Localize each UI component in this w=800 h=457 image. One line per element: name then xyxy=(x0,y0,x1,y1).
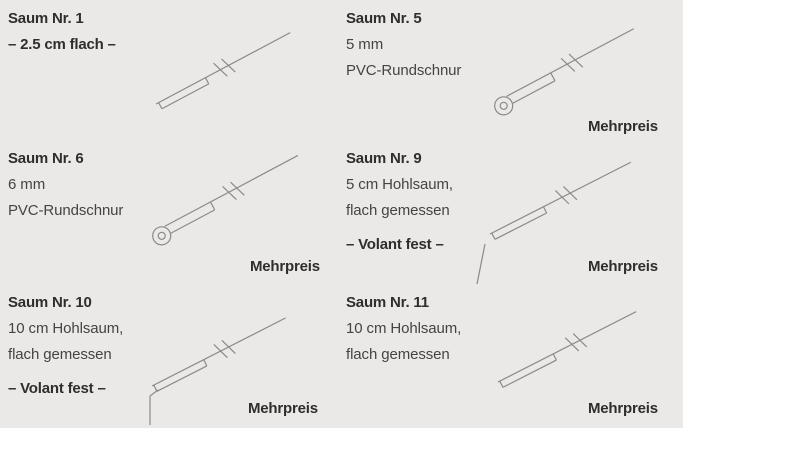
panel-line: PVC-Rundschnur xyxy=(346,62,462,79)
mehrpreis-label: Mehrpreis xyxy=(588,118,658,135)
saum-1-block: Saum Nr. 1 – 2.5 cm flach – xyxy=(8,6,116,58)
panel-title: Saum Nr. 5 xyxy=(346,10,422,27)
round-cord-hem-drawing xyxy=(494,28,635,116)
flat-hem-drawing xyxy=(155,32,291,110)
mehrpreis-label: Mehrpreis xyxy=(588,400,658,417)
panel-line: 6 mm xyxy=(8,176,46,193)
saum-6-block: Saum Nr. 6 6 mm PVC-Rundschnur xyxy=(8,146,123,224)
panel-line: PVC-Rundschnur xyxy=(8,202,124,219)
panel-title: Saum Nr. 11 xyxy=(346,294,429,311)
hollow-hem-volant-drawing xyxy=(476,161,632,285)
panel-title: Saum Nr. 1 xyxy=(8,10,84,27)
round-cord-hem-drawing xyxy=(152,154,299,246)
panel-line: 10 cm Hohlsaum, xyxy=(8,320,124,337)
panel-line: flach gemessen xyxy=(346,346,450,363)
panel-line: 5 mm xyxy=(346,36,384,53)
panel-line: flach gemessen xyxy=(346,202,450,219)
mehrpreis-label: Mehrpreis xyxy=(588,258,658,275)
saum-11-block: Saum Nr. 11 10 cm Hohlsaum, flach gemess… xyxy=(346,290,461,368)
volant-note: – Volant fest – xyxy=(346,236,444,253)
mehrpreis-label: Mehrpreis xyxy=(250,258,320,275)
panel-background xyxy=(0,0,683,428)
panel-line: 10 cm Hohlsaum, xyxy=(346,320,462,337)
panel-title: Saum Nr. 9 xyxy=(346,150,422,167)
saum-9-block: Saum Nr. 9 5 cm Hohlsaum, flach gemessen… xyxy=(346,146,453,258)
saum-10-block: Saum Nr. 10 10 cm Hohlsaum, flach gemess… xyxy=(8,290,123,402)
mehrpreis-label: Mehrpreis xyxy=(248,400,318,417)
panel-line: 5 cm Hohlsaum, xyxy=(346,176,453,193)
saum-5-block: Saum Nr. 5 5 mm PVC-Rundschnur xyxy=(346,6,461,84)
panel-title: Saum Nr. 6 xyxy=(8,150,84,167)
volant-note: – Volant fest – xyxy=(8,380,106,397)
hollow-hem-drawing xyxy=(497,311,637,388)
panel-line: flach gemessen xyxy=(8,346,112,363)
hollow-hem-volant-drawing xyxy=(149,317,286,425)
panel-title: Saum Nr. 10 xyxy=(8,294,92,311)
panel-note: – 2.5 cm flach – xyxy=(8,36,116,53)
